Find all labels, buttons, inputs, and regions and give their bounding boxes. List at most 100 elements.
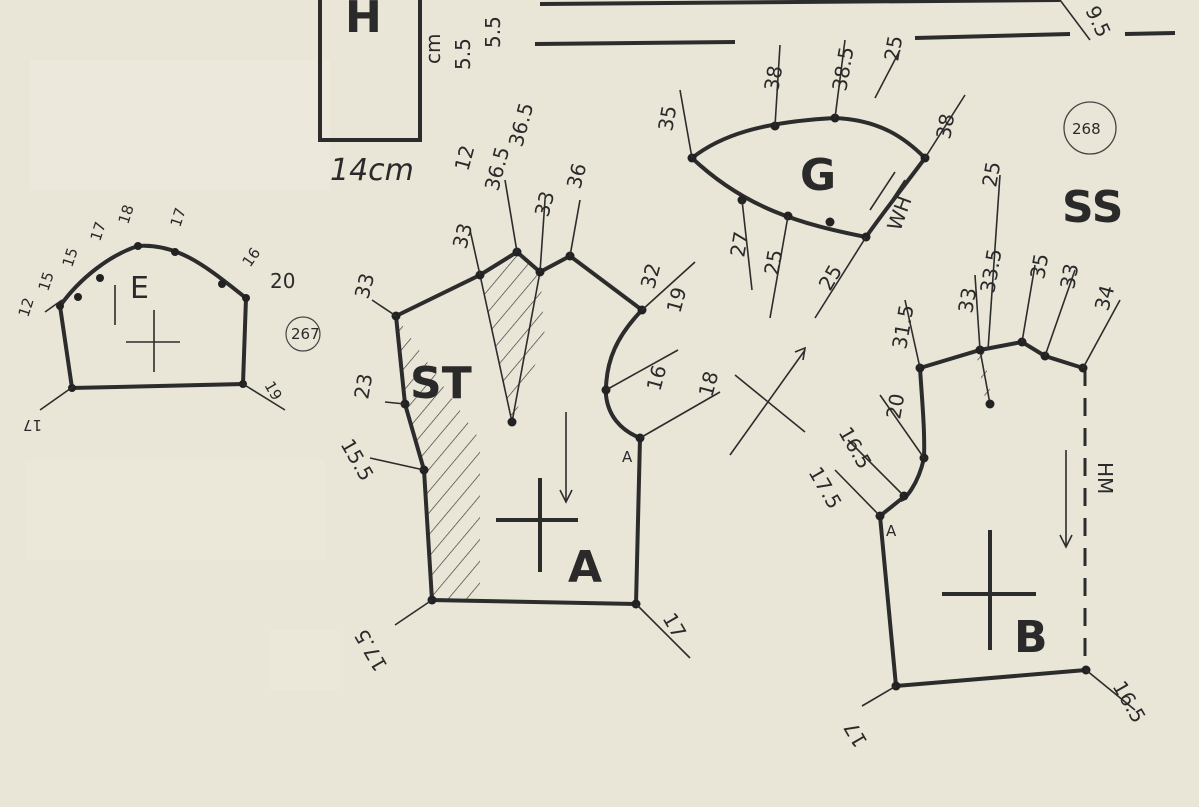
leader xyxy=(384,401,406,405)
piece-b: SS 268 B A HM xyxy=(804,101,1151,752)
sheet-number-267: 267 xyxy=(291,325,320,343)
piece-g-val: 27 xyxy=(725,230,753,259)
piece-a-val: 36.5 xyxy=(504,100,539,149)
leader xyxy=(679,89,693,159)
top-line xyxy=(539,0,1061,6)
piece-b-val: 35 xyxy=(1025,252,1053,281)
leader xyxy=(814,236,867,319)
piece-a-point-label: A xyxy=(622,448,633,466)
piece-g-val: 25 xyxy=(814,260,848,294)
sheet-badge-268 xyxy=(1063,101,1117,155)
piece-b-val: 16.5 xyxy=(1108,677,1151,728)
sheet-badge-267 xyxy=(285,316,321,352)
leader xyxy=(539,199,546,273)
grain-arrow-head xyxy=(1059,534,1073,549)
piece-g: G WH 35 38 38.5 25 38 27 25 25 xyxy=(653,34,966,456)
piece-e-val: 17 xyxy=(167,206,190,230)
piece-st-label: ST xyxy=(410,358,472,409)
leader xyxy=(861,685,897,707)
piece-g-point xyxy=(825,217,835,227)
piece-a-val: 16 xyxy=(642,362,672,393)
piece-e-outline xyxy=(57,243,249,391)
piece-h-letter: H xyxy=(345,0,382,43)
piece-g-val: 38 xyxy=(759,64,787,93)
piece-e-letter: E xyxy=(130,271,149,306)
leader xyxy=(371,299,397,317)
piece-a-letter: A xyxy=(568,542,602,593)
leader xyxy=(741,199,753,291)
leader xyxy=(974,274,981,351)
leader xyxy=(774,44,781,127)
piece-e-val: 12 xyxy=(15,296,38,320)
piece-e-val: 16 xyxy=(239,244,265,270)
piece-e-point xyxy=(96,274,104,282)
piece-h: H 14cm cm 5.5 5.5 xyxy=(318,0,505,188)
piece-b-letter: B xyxy=(1014,612,1048,663)
leader xyxy=(834,469,881,517)
piece-a-val: 17 xyxy=(658,609,692,643)
piece-g-val: 25 xyxy=(759,248,787,277)
dart-line xyxy=(479,274,513,423)
leader xyxy=(1085,669,1136,711)
piece-b-val: 20 xyxy=(881,392,909,421)
piece-e-val: 15 xyxy=(59,246,82,270)
piece-e-val: 15 xyxy=(35,270,58,294)
leader xyxy=(635,603,691,659)
piece-h-outline xyxy=(318,0,422,142)
piece-a-val: 36.5 xyxy=(480,144,515,193)
piece-g-wh: WH xyxy=(882,193,916,234)
leader xyxy=(641,261,696,311)
piece-e-point xyxy=(242,294,250,302)
piece-b-val: 33 xyxy=(953,286,981,315)
grain-cross xyxy=(734,374,806,433)
leader xyxy=(879,394,925,459)
wh-mark xyxy=(879,179,906,219)
piece-h-val: cm xyxy=(421,34,445,64)
piece-a-point xyxy=(507,417,517,427)
piece-b-val: 17.5 xyxy=(804,463,847,514)
piece-g-val: 35 xyxy=(653,104,681,133)
piece-g-val: 38 xyxy=(931,112,959,141)
hatch-dart xyxy=(976,350,992,404)
leader xyxy=(904,299,921,369)
piece-g-letter: G xyxy=(800,150,836,201)
leader xyxy=(924,94,966,159)
piece-b-point xyxy=(985,399,995,409)
grain-arrow xyxy=(729,349,806,456)
leader xyxy=(639,391,721,439)
piece-e-point xyxy=(218,280,226,288)
paper-patch xyxy=(30,60,330,190)
piece-h-measure: 14cm xyxy=(330,153,414,188)
leader xyxy=(987,174,1001,351)
leader xyxy=(394,599,433,626)
leader xyxy=(469,229,481,276)
piece-a-val: 12 xyxy=(450,142,480,173)
piece-g-val: 25 xyxy=(879,34,907,63)
leader xyxy=(369,457,425,471)
piece-e-val: 19 xyxy=(261,378,286,404)
leader xyxy=(1021,264,1036,343)
piece-e-point xyxy=(74,293,82,301)
dart-line xyxy=(979,349,991,405)
wh-mark xyxy=(869,171,896,211)
piece-a-val: 15.5 xyxy=(336,435,379,486)
grain-arrow-head xyxy=(794,346,807,361)
piece-b-val: 16.5 xyxy=(834,423,877,474)
sheet-number-268: 268 xyxy=(1072,120,1101,138)
hatch-st xyxy=(396,316,480,600)
top-line xyxy=(1124,31,1176,36)
piece-h-val: 5.5 xyxy=(451,38,475,70)
piece-b-point-label: A xyxy=(886,522,897,540)
paper-patch xyxy=(270,630,340,690)
piece-b-outline xyxy=(877,367,1087,689)
top-line xyxy=(534,40,736,46)
piece-a-val: 33 xyxy=(350,270,380,301)
leader xyxy=(1044,269,1076,357)
top-line xyxy=(914,32,1071,40)
piece-e-val: 17 xyxy=(87,220,110,244)
piece-e-point xyxy=(171,248,179,256)
piece-e-val: 17 xyxy=(23,416,42,434)
leader xyxy=(605,349,679,391)
leader xyxy=(769,215,789,319)
